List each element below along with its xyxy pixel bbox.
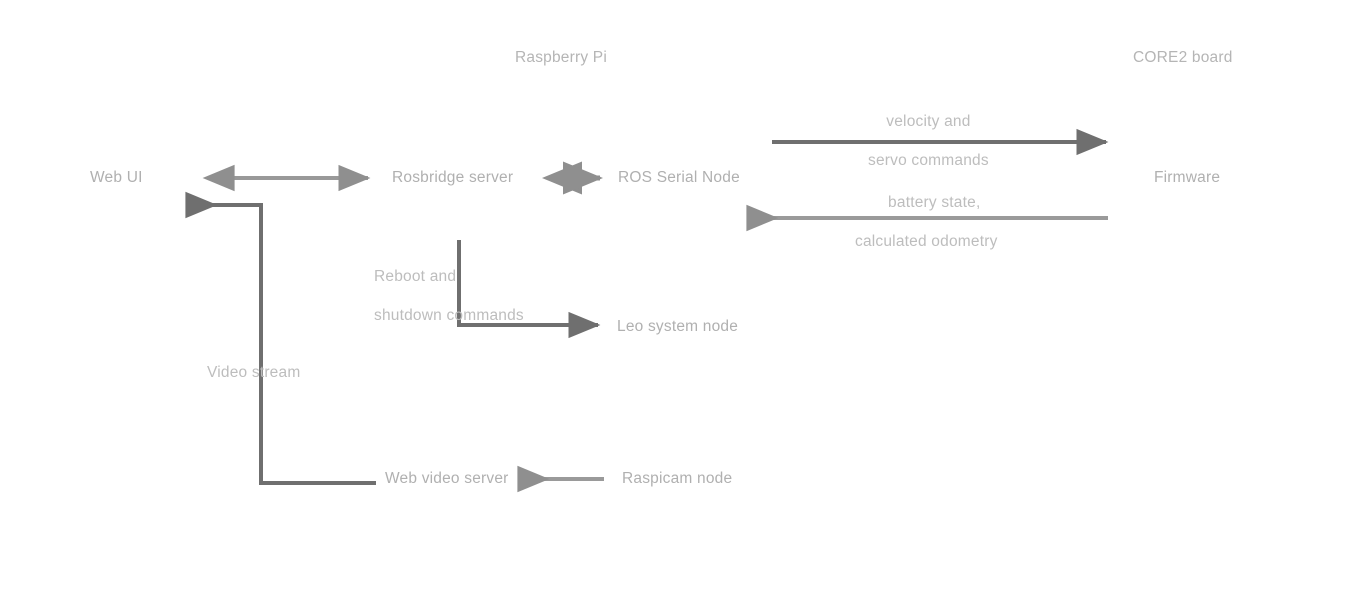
edge-label-line1: battery state, bbox=[888, 194, 981, 211]
edge-label-line1: Reboot and bbox=[374, 268, 457, 285]
edge-label-reboot-shutdown: Reboot and shutdown commands bbox=[374, 267, 524, 324]
node-ros-serial-node: ROS Serial Node bbox=[618, 169, 740, 186]
edge-label-line1: velocity and bbox=[886, 113, 971, 130]
connector-webvideoserver-webui bbox=[185, 191, 376, 485]
node-rosbridge-server: Rosbridge server bbox=[392, 169, 514, 186]
edge-label-battery-odometry: battery state, calculated odometry bbox=[855, 193, 1006, 250]
edge-label-line2: servo commands bbox=[868, 152, 989, 169]
node-web-ui: Web UI bbox=[90, 169, 143, 186]
group-label-core2-board: CORE2 board bbox=[1133, 49, 1233, 66]
node-raspicam-node: Raspicam node bbox=[622, 470, 733, 487]
connector-rosbridge-leosystem bbox=[457, 240, 601, 339]
node-leo-system-node: Leo system node bbox=[617, 318, 739, 335]
edge-label-line2: calculated odometry bbox=[855, 233, 998, 250]
edge-label-velocity-servo-commands: velocity and servo commands bbox=[868, 112, 989, 169]
node-web-video-server: Web video server bbox=[385, 470, 509, 487]
edge-label-video-stream: Video stream bbox=[207, 364, 301, 381]
group-label-raspberry-pi: Raspberry Pi bbox=[515, 49, 607, 66]
edge-label-line2: shutdown commands bbox=[374, 307, 524, 324]
node-firmware: Firmware bbox=[1154, 169, 1221, 186]
